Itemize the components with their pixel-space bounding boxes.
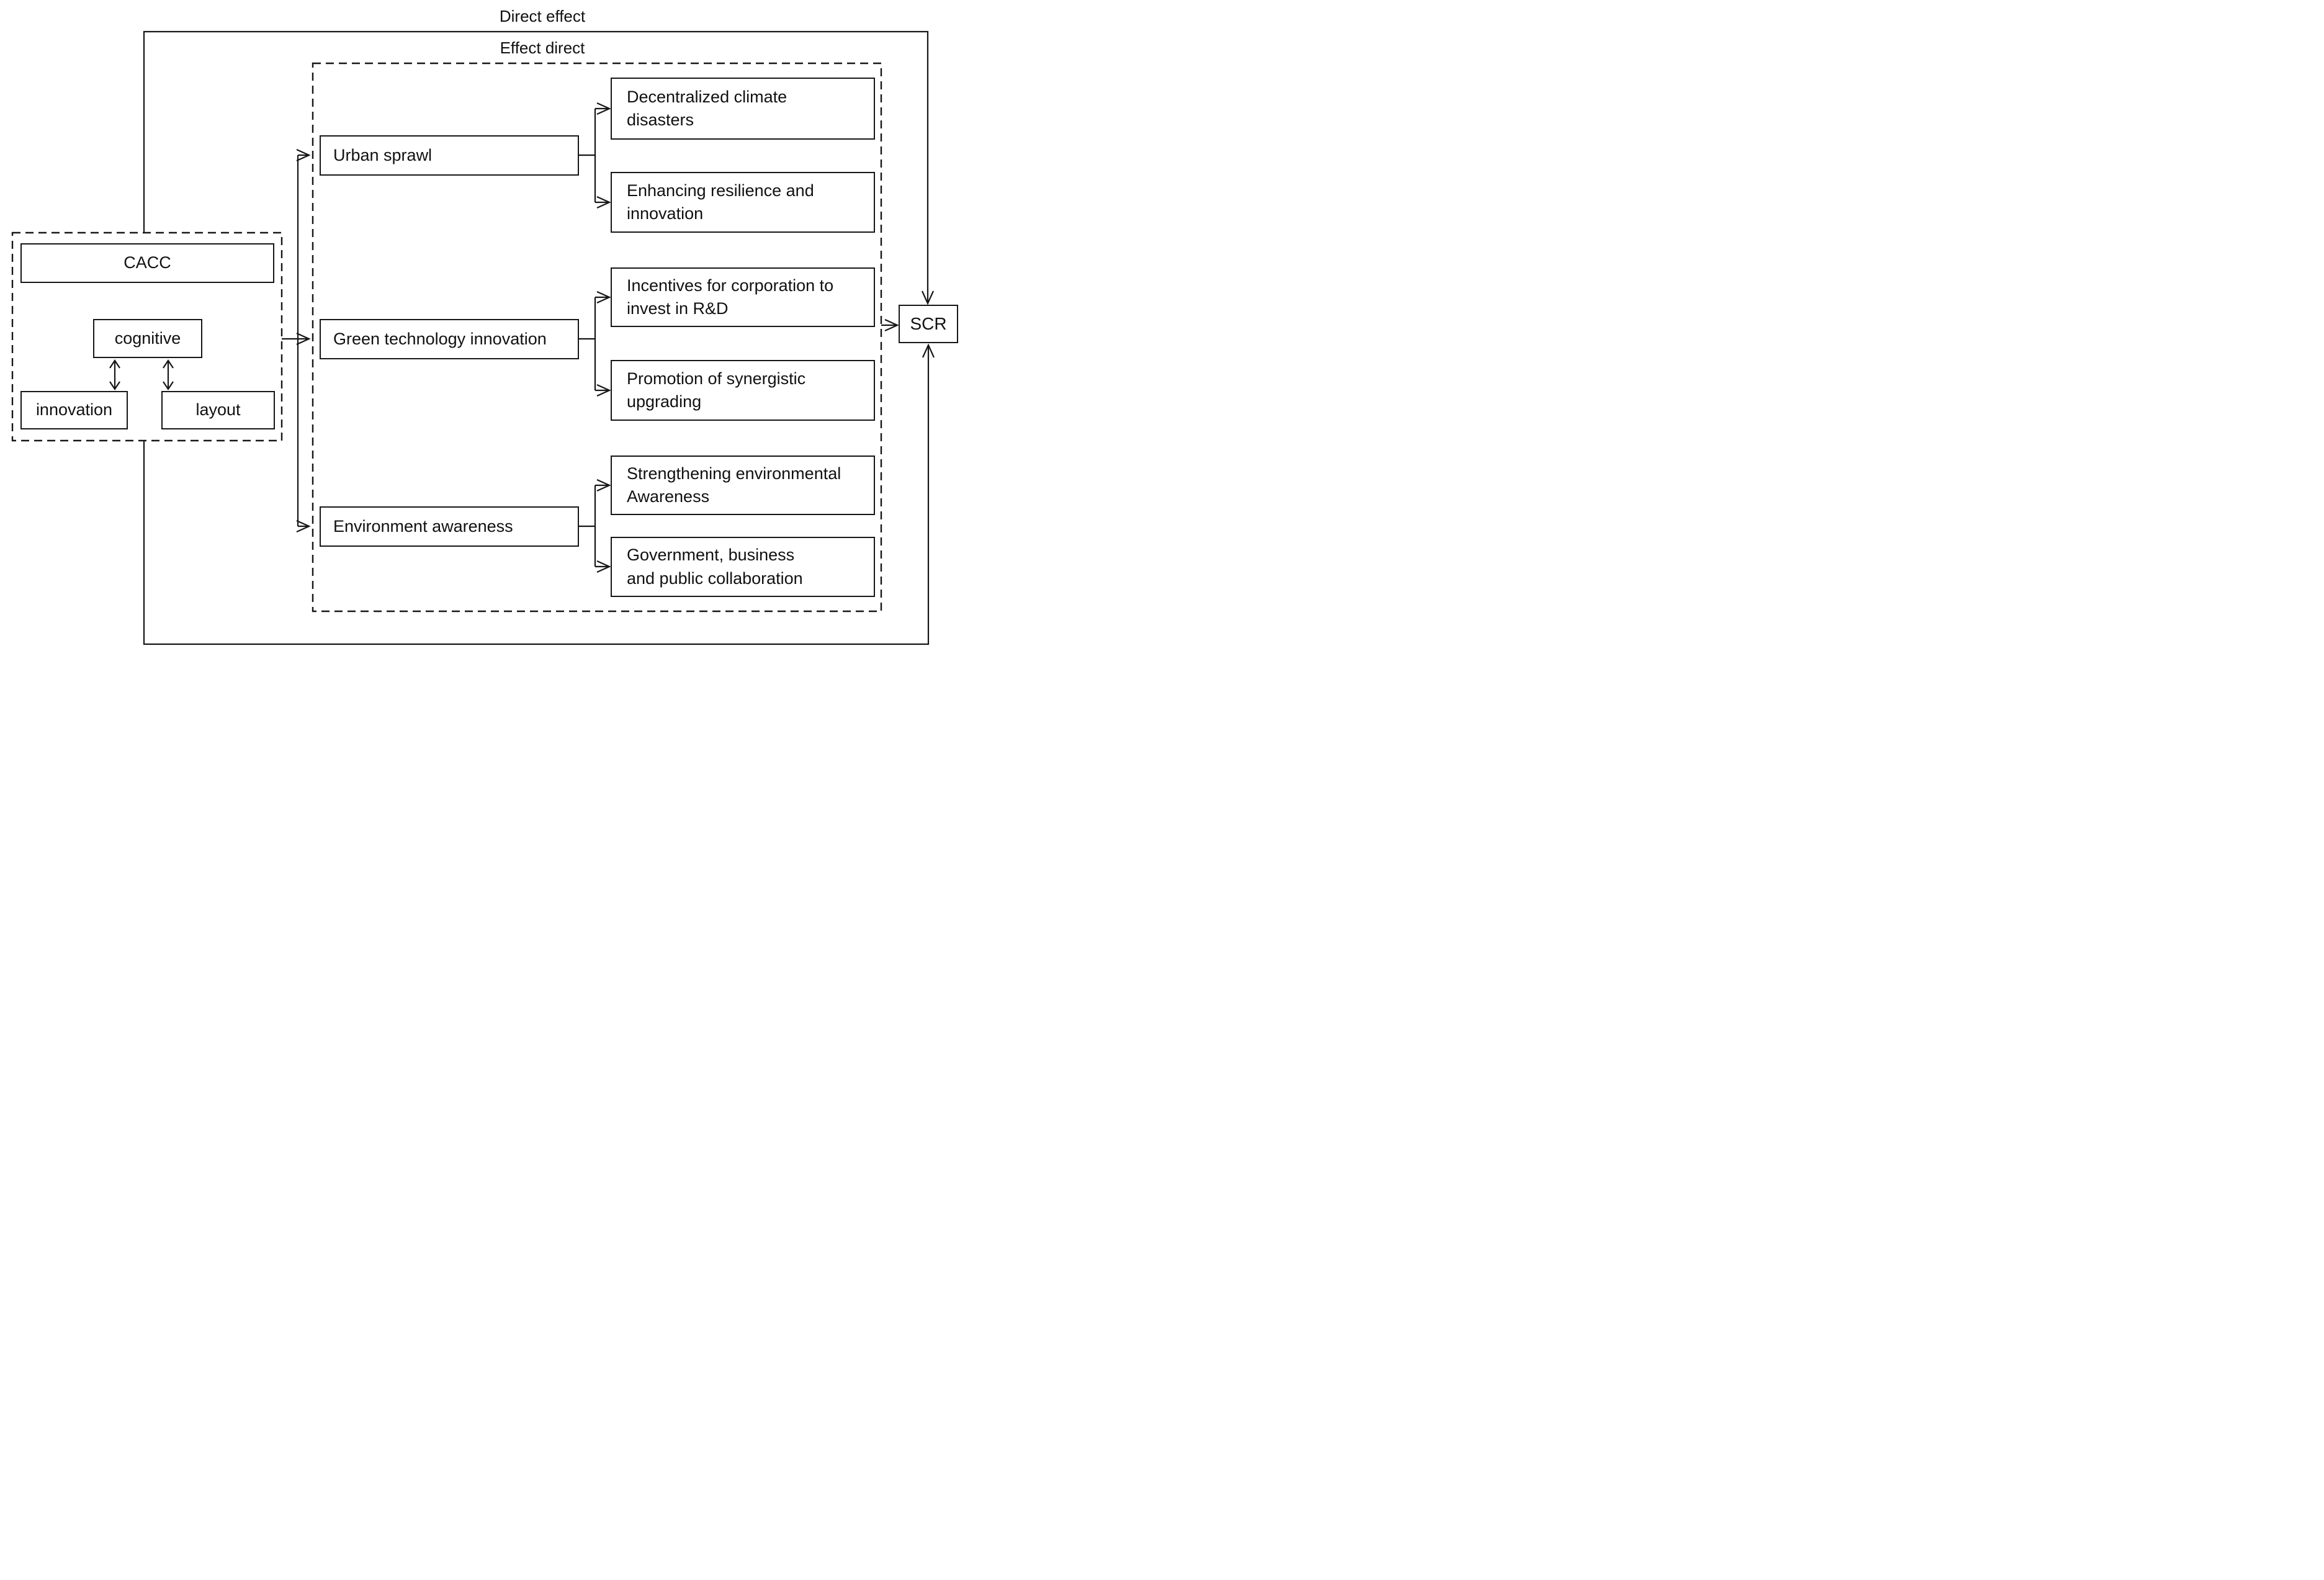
- mediation-group-border: [312, 62, 882, 613]
- node-decentralized-climate-disasters: Decentralized climate disasters: [611, 78, 875, 140]
- node-green-technology-innovation: Green technology innovation: [320, 319, 579, 359]
- node-innovation: innovation: [20, 391, 128, 429]
- edge-direct-effect-top: [143, 30, 935, 305]
- path-diagram-canvas: Direct effect Effect direct CACC cogniti…: [0, 0, 968, 658]
- node-cognitive: cognitive: [93, 319, 202, 358]
- node-government-business-public-collaboration: Government, business and public collabor…: [611, 537, 875, 597]
- direct-effect-label: Direct effect: [499, 7, 586, 25]
- node-enhancing-resilience-innovation: Enhancing resilience and innovation: [611, 172, 875, 233]
- connector-layer: [11, 30, 935, 645]
- node-layout: layout: [161, 391, 275, 429]
- node-strengthening-environmental-awareness: Strengthening environmental Awareness: [611, 456, 875, 515]
- node-incentives-rd-investment: Incentives for corporation to invest in …: [611, 267, 875, 327]
- node-scr: SCR: [899, 305, 958, 343]
- effect-direct-label: Effect direct: [500, 38, 585, 57]
- edge-direct-effect-bottom: [143, 343, 935, 645]
- node-promotion-synergistic-upgrading: Promotion of synergistic upgrading: [611, 360, 875, 421]
- node-cacc: CACC: [20, 243, 274, 283]
- node-environment-awareness: Environment awareness: [320, 506, 579, 547]
- node-urban-sprawl: Urban sprawl: [320, 135, 579, 176]
- antecedent-group-border: [11, 231, 283, 442]
